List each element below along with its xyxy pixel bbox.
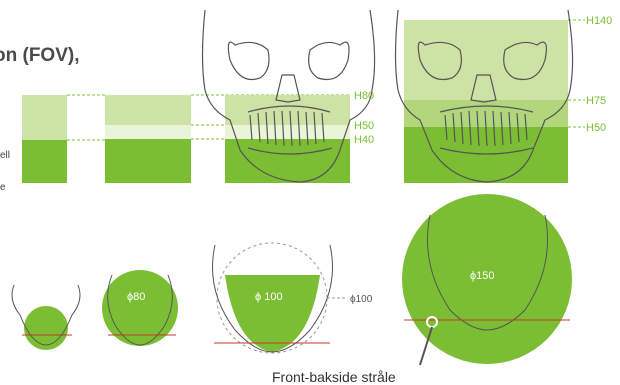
skull2-fov-light — [404, 20, 568, 100]
skull1-fov-mid — [225, 125, 350, 139]
label-h40: H40 — [354, 134, 374, 146]
label-h50: H50 — [354, 120, 374, 132]
label-d80: ϕ80 — [127, 291, 145, 303]
label-h140: H140 — [586, 15, 612, 27]
label-d100: ϕ 100 — [255, 291, 283, 303]
label-h75: H75 — [586, 95, 606, 107]
skull1-fov-dark — [225, 139, 350, 183]
fov-circle-100 — [225, 275, 320, 352]
front-back-beam-label: Front-bakside stråle — [272, 369, 396, 385]
label-h50b: H50 — [586, 122, 606, 134]
fov-circle-40 — [24, 306, 68, 350]
label-d150: ϕ150 — [470, 270, 495, 282]
label-d100-outline: ϕ100 — [350, 294, 373, 305]
label-h80: H80 — [354, 90, 374, 102]
label-d40: ϕ40 — [30, 291, 48, 303]
